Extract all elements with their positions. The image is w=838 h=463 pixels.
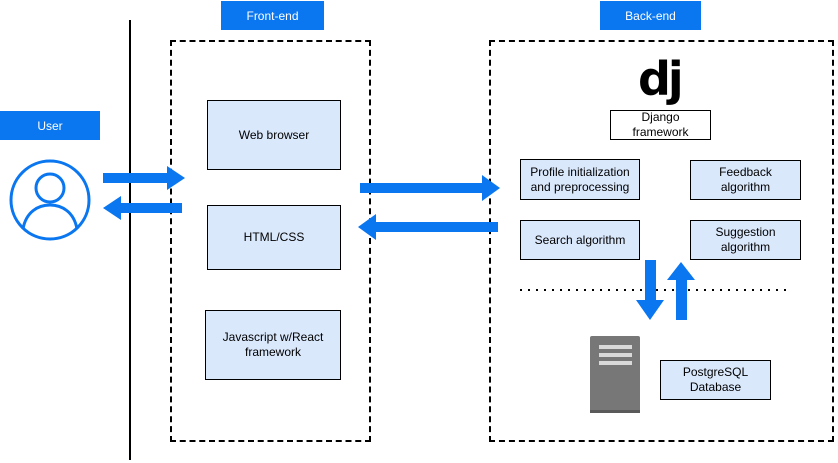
suggestion-algorithm-box: Suggestion algorithm <box>690 220 801 260</box>
frontend-to-user-arrow-icon <box>103 196 182 220</box>
frontend-container <box>170 40 371 442</box>
backend-to-frontend-arrow-icon <box>358 214 498 240</box>
down-arrow-icon <box>636 260 664 320</box>
web-browser-box: Web browser <box>207 100 341 170</box>
django-framework-box: Django framework <box>610 110 711 140</box>
backend-container <box>489 40 834 442</box>
frontend-label: Front-end <box>221 1 324 30</box>
backend-label: Back-end <box>600 1 701 30</box>
profile-preprocessing-box: Profile initialization and preprocessing <box>520 159 640 200</box>
user-to-frontend-arrow-icon <box>103 166 185 190</box>
html-css-box: HTML/CSS <box>207 205 341 270</box>
feedback-algorithm-box: Feedback algorithm <box>690 160 801 200</box>
javascript-react-box: Javascript w/React framework <box>205 310 341 380</box>
frontend-to-backend-arrow-icon <box>360 175 500 201</box>
django-logo: dj <box>638 52 684 106</box>
user-icon <box>9 159 91 241</box>
user-label: User <box>0 111 100 140</box>
user-boundary-line <box>129 20 131 460</box>
up-arrow-icon <box>667 262 695 320</box>
server-icon <box>590 336 640 413</box>
search-algorithm-box: Search algorithm <box>520 220 640 260</box>
postgresql-database-box: PostgreSQL Database <box>660 360 771 400</box>
